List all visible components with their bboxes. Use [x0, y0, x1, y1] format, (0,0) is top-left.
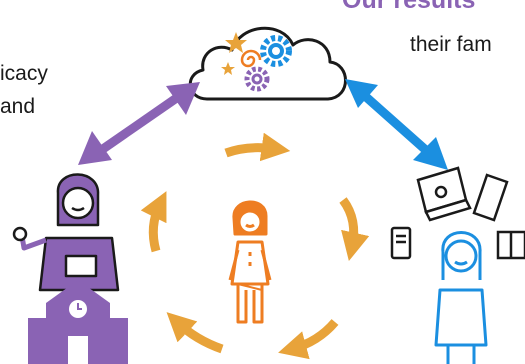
- left-text-line1: icacy: [0, 62, 48, 85]
- title-text: Our results: [342, 0, 476, 14]
- child-icon: [228, 200, 272, 324]
- left-text-line2: and: [0, 95, 36, 118]
- laptop-icon: [416, 166, 472, 222]
- tablet-icon: [472, 173, 509, 222]
- cloud-icon: [188, 26, 347, 101]
- book-icon: [496, 230, 525, 260]
- phone-icon: [390, 226, 412, 260]
- cycle-arrows: [140, 132, 370, 360]
- gear-icon: [244, 35, 292, 92]
- school-icon: [28, 280, 128, 364]
- student-icon: [434, 231, 488, 364]
- swirl-icon: [240, 49, 262, 68]
- blue-double-arrow: [345, 79, 448, 170]
- teacher-icon: [12, 173, 120, 292]
- star-icon: [221, 32, 247, 75]
- subtitle-text: their fam: [410, 33, 492, 56]
- purple-double-arrow: [78, 82, 200, 165]
